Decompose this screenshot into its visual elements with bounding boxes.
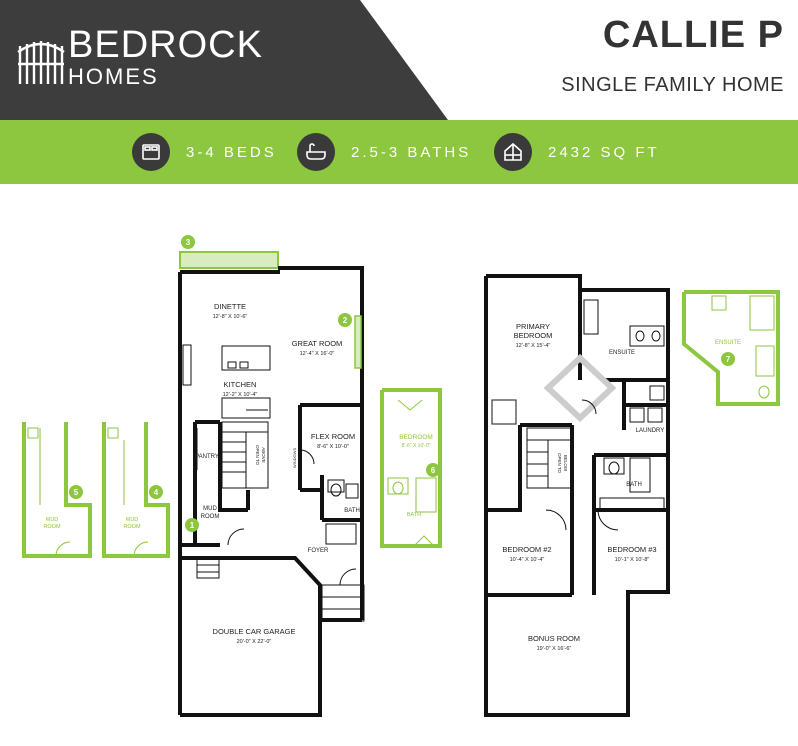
option-6-number: 6 — [431, 466, 436, 475]
garage-label: DOUBLE CAR GARAGE — [213, 627, 296, 636]
option-plans: 5 MUD ROOM 4 MUD ROOM 6 BEDROOM 8'-6" X … — [22, 290, 780, 558]
stat-beds-label: 3-4 BEDS — [186, 143, 277, 161]
pantry-label: PANTRY — [195, 454, 219, 460]
laundry-label: LAUNDRY — [636, 428, 665, 434]
primary-label-1: PRIMARY — [516, 322, 550, 331]
open-to-above-1: OPEN TO — [255, 445, 260, 466]
brand-name: BEDROCK — [68, 24, 263, 66]
windows-label: WINDOWS — [292, 448, 297, 469]
kitchen-dim: 12'-2" X 10'-4" — [223, 392, 258, 398]
flex-room-label: FLEX ROOM — [311, 432, 355, 441]
ensuite-label: ENSUITE — [609, 350, 635, 356]
brand-sub: HOMES — [68, 64, 159, 89]
option-3-bumpout — [179, 251, 279, 269]
main-floor-plan: 3 2 1 DINETTE 12'-8" X 10'-6" GREAT ROOM… — [178, 235, 365, 717]
option-3-marker — [181, 235, 195, 249]
upper-bath-label: BATH — [626, 482, 642, 488]
flex-room-dim: 8'-6" X 10'-0" — [317, 444, 349, 450]
option-4-number: 4 — [154, 488, 159, 497]
option-5-plan — [22, 422, 92, 558]
open-to-above-2: ABOVE — [261, 447, 266, 463]
bathtub-icon — [297, 133, 335, 171]
stat-baths-label: 2.5-3 BATHS — [351, 143, 472, 161]
bonus-dim: 19'-0" X 16'-6" — [537, 646, 572, 652]
mud-room-label-2: ROOM — [201, 514, 220, 520]
stat-area: 2432 SQ FT — [494, 132, 660, 172]
option-4-label-2: ROOM — [123, 524, 141, 530]
stat-beds: 3-4 BEDS — [132, 132, 277, 172]
foyer-label: FOYER — [308, 548, 329, 554]
brand-logo: BEDROCK HOMES — [68, 26, 263, 90]
stat-baths: 2.5-3 BATHS — [297, 132, 471, 172]
great-room-dim: 12'-4" X 16'-0" — [300, 351, 335, 357]
header-band — [0, 0, 448, 120]
page-title: CALLIE P — [602, 14, 784, 56]
option-3-number: 3 — [186, 238, 191, 247]
main-bath-label: BATH — [344, 508, 360, 514]
open-to-below-1: OPEN TO — [557, 453, 562, 474]
primary-label-2: BEDROOM — [514, 331, 553, 340]
option-4-label-1: MUD — [126, 517, 139, 523]
header: BEDROCK HOMES CALLIE P SINGLE FAMILY HOM… — [0, 0, 798, 120]
option-6-dim: 8'-6" X 10'-0" — [402, 443, 431, 449]
bonus-label: BONUS ROOM — [528, 634, 580, 643]
option-6-label: BEDROOM — [399, 434, 433, 441]
bedroom3-dim: 10'-1" X 10'-8" — [615, 557, 650, 563]
mud-room-label-1: MUD — [203, 506, 217, 512]
option-6-plan — [380, 388, 442, 548]
upper-floor-plan: PRIMARY BEDROOM 12'-8" X 15'-4" ENSUITE … — [484, 274, 670, 717]
dinette-label: DINETTE — [214, 302, 246, 311]
gate-logo-icon — [17, 41, 65, 84]
bed-icon — [132, 133, 170, 171]
option-5-label-1: MUD — [46, 517, 59, 523]
page-subtitle: SINGLE FAMILY HOME — [561, 74, 784, 96]
dinette-dim: 12'-8" X 10'-6" — [213, 314, 248, 320]
option-5-number: 5 — [74, 488, 79, 497]
option-1-number: 1 — [190, 521, 195, 530]
option-6-bath: BATH — [407, 512, 421, 518]
option-2-number: 2 — [343, 316, 348, 325]
option-7-plan — [682, 290, 780, 406]
option-5-label-2: ROOM — [43, 524, 61, 530]
primary-dim: 12'-8" X 15'-4" — [516, 343, 551, 349]
bedroom3-label: BEDROOM #3 — [607, 545, 656, 554]
house-icon — [494, 133, 532, 171]
garage-dim: 20'-0" X 22'-0" — [237, 639, 272, 645]
option-7-number: 7 — [726, 355, 731, 364]
kitchen-label: KITCHEN — [224, 380, 257, 389]
stat-area-label: 2432 SQ FT — [548, 143, 660, 161]
option-4-plan — [102, 422, 170, 558]
option-7-label: ENSUITE — [715, 340, 741, 346]
floor-plans: 3 2 1 DINETTE 12'-8" X 10'-6" GREAT ROOM… — [22, 235, 780, 717]
great-room-label: GREAT ROOM — [292, 339, 343, 348]
bedroom2-label: BEDROOM #2 — [502, 545, 551, 554]
bedroom2-dim: 10'-4" X 10'-4" — [510, 557, 545, 563]
option-1-marker — [185, 518, 199, 532]
open-to-below-2: BELOW — [563, 455, 568, 472]
option-2-marker — [338, 313, 352, 327]
